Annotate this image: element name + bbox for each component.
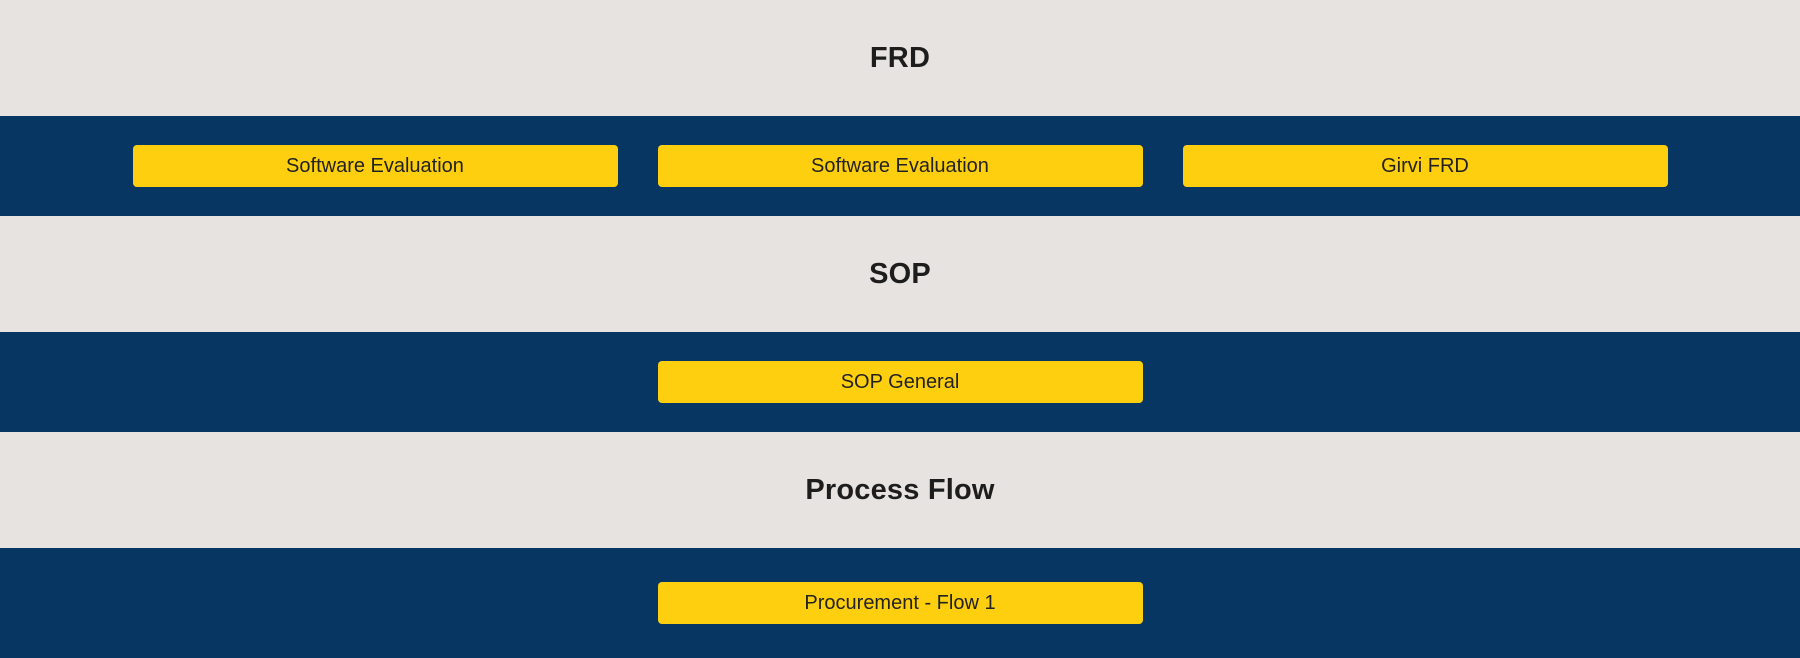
software-evaluation-button-2[interactable]: Software Evaluation bbox=[657, 145, 1143, 187]
frd-section-title: FRD bbox=[869, 41, 931, 74]
sop-button-row: SOP General bbox=[0, 332, 1800, 432]
frd-section-header: FRD bbox=[0, 0, 1800, 116]
procurement-flow-1-button[interactable]: Procurement - Flow 1 bbox=[657, 582, 1143, 624]
process-flow-section-title: Process Flow bbox=[805, 473, 995, 506]
process-flow-button-row: Procurement - Flow 1 bbox=[0, 548, 1800, 658]
process-flow-section-header: Process Flow bbox=[0, 432, 1800, 548]
sop-section-title: SOP bbox=[869, 257, 931, 290]
frd-button-row: Software Evaluation Software Evaluation … bbox=[0, 116, 1800, 216]
sop-section-header: SOP bbox=[0, 216, 1800, 332]
software-evaluation-button[interactable]: Software Evaluation bbox=[132, 145, 618, 187]
girvi-frd-button[interactable]: Girvi FRD bbox=[1182, 145, 1668, 187]
sop-general-button[interactable]: SOP General bbox=[657, 361, 1143, 403]
